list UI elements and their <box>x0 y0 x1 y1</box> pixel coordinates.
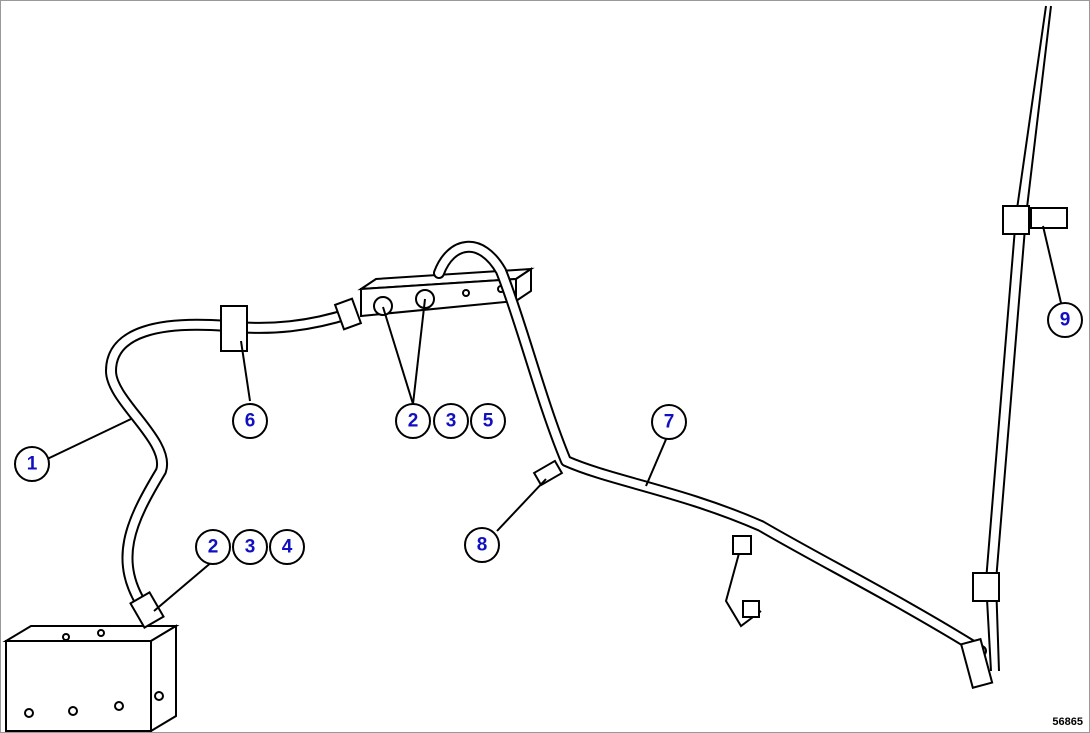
svg-text:8: 8 <box>477 535 488 556</box>
callout-2a: 2 <box>195 529 231 565</box>
bracket-bar <box>357 267 535 318</box>
leader-lines <box>42 225 1062 612</box>
callout-3a: 3 <box>232 529 268 565</box>
svg-text:7: 7 <box>664 412 675 433</box>
mounting-block <box>2 624 180 732</box>
diagram-code: 56865 <box>1052 716 1083 728</box>
callout-1: 1 <box>14 446 50 482</box>
callout-9: 9 <box>1047 302 1083 338</box>
callout-4: 4 <box>269 529 305 565</box>
callout-8: 8 <box>464 527 500 563</box>
svg-text:1: 1 <box>27 454 38 475</box>
svg-text:2: 2 <box>408 411 419 432</box>
callout-2b: 2 <box>395 403 431 439</box>
svg-text:3: 3 <box>446 411 457 432</box>
callout-5: 5 <box>470 403 506 439</box>
svg-text:3: 3 <box>245 537 256 558</box>
hose-1 <box>105 297 363 629</box>
callout-7: 7 <box>651 404 687 440</box>
svg-text:9: 9 <box>1060 310 1071 331</box>
svg-text:2: 2 <box>208 537 219 558</box>
svg-text:5: 5 <box>483 411 494 432</box>
hose-7 <box>433 240 994 689</box>
callout-3b: 3 <box>433 403 469 439</box>
svg-text:4: 4 <box>282 537 293 558</box>
svg-text:6: 6 <box>245 411 256 432</box>
rod <box>972 5 1068 672</box>
callout-6: 6 <box>232 403 268 439</box>
